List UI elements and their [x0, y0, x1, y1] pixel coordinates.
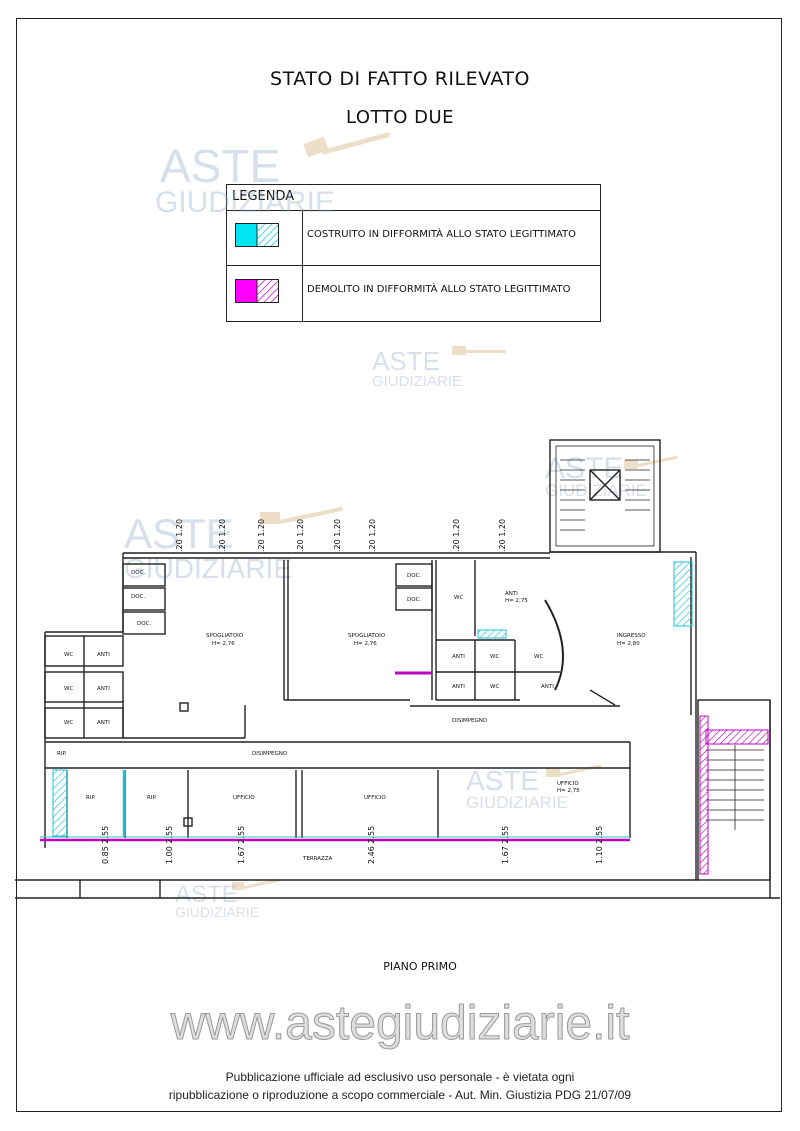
watermark-brand-text: GIUDIZIARIE [372, 373, 462, 390]
room-label: UFFICIO [233, 795, 255, 801]
room-label: DISIMPEGNO [452, 718, 488, 724]
dimension-label: 1.67 2.55 [237, 826, 246, 864]
dimension-label: .20 1.20 [368, 519, 377, 552]
difformity-costruito-area [52, 769, 68, 837]
dimension-label: .20 1.20 [296, 519, 305, 552]
difformity-costruito-area [673, 561, 693, 627]
dimension-label: .20 1.20 [218, 519, 227, 552]
watermark-brand-text: GIUDIZIARIE [545, 481, 647, 500]
room-label: DOC. [137, 621, 151, 627]
room-label: ANTI [452, 684, 465, 690]
difformity-costruito-area [477, 629, 507, 639]
room-label: H= 2,75 [505, 598, 528, 604]
watermark-brand-text: GIUDIZIARIE [155, 186, 335, 219]
dimension-label: .20 1.20 [257, 519, 266, 552]
legend-swatch-costruito [235, 223, 279, 247]
room-label: H= 2,76 [354, 641, 377, 647]
room-label: ANTI [505, 591, 518, 597]
watermark-brand-text: ASTE [466, 765, 539, 796]
room-label: UFFICIO [364, 795, 386, 801]
drawing-title: STATO DI FATTO RILEVATO [270, 68, 530, 90]
room-label: UFFICIO [557, 781, 579, 787]
room-label: WC [64, 720, 73, 726]
room-label: H= 2,80 [617, 641, 640, 647]
legend-label-costruito: COSTRUITO IN DIFFORMITÀ ALLO STATO LEGIT… [307, 229, 577, 240]
watermark-brand-text: ASTE [160, 140, 280, 192]
watermark-site-text: www.astegiudiziarie.it [170, 997, 630, 1051]
room-label: ANTI [97, 720, 110, 726]
dimension-label: 1.00 2.55 [165, 826, 174, 864]
room-label: H= 2,76 [212, 641, 235, 647]
room-label: DOC. [407, 597, 421, 603]
dimension-label: 0.85 2.55 [101, 826, 110, 864]
room-label: SPOGLIATOIO [206, 633, 244, 639]
difformity-demolito-area [705, 729, 769, 745]
room-label: RIP. [57, 751, 67, 757]
legend-swatch-demolito [235, 279, 279, 303]
room-label: WC [534, 654, 543, 660]
legend-box: LEGENDA COSTRUITO IN DIFFORMITÀ ALLO STA… [226, 184, 601, 322]
room-label: H= 2,75 [557, 788, 580, 794]
dimension-label: 2.46 2.55 [367, 826, 376, 864]
room-label: WC [64, 652, 73, 658]
dimension-label: .20 1.20 [498, 519, 507, 552]
publication-notice-line1: Pubblicazione ufficiale ad esclusivo uso… [225, 1070, 575, 1084]
watermark-brand-text: GIUDIZIARIE [466, 793, 568, 812]
watermark-brand-text: ASTE [372, 346, 440, 376]
dimension-label: 1.10 2.55 [595, 826, 604, 864]
room-label: INGRESSO [617, 633, 646, 639]
room-label: ANTI [97, 652, 110, 658]
room-label: RIP. [86, 795, 96, 801]
room-label: WC [490, 684, 499, 690]
legend-label-demolito: DEMOLITO IN DIFFORMITÀ ALLO STATO LEGITT… [307, 284, 571, 295]
dimension-label: .20 1.20 [333, 519, 342, 552]
room-label: ANTI [97, 686, 110, 692]
legend-divider [227, 265, 600, 266]
room-label: TERRAZZA [302, 856, 333, 862]
watermark-brand-text: ASTE [124, 510, 234, 557]
watermark-logo: ASTE GIUDIZIARIE ASTE GIUDIZIARIE ASTE G… [124, 140, 647, 920]
watermark-brand-text: GIUDIZIARIE [175, 904, 259, 920]
publication-notice-line2: ripubblicazione o riproduzione a scopo c… [168, 1088, 632, 1102]
floor-label: PIANO PRIMO [383, 960, 457, 973]
room-label: RIP. [147, 795, 157, 801]
room-label: WC [64, 686, 73, 692]
legend-divider [302, 211, 303, 322]
dimension-label: .20 1.20 [452, 519, 461, 552]
difformity-demolito-area [699, 715, 709, 875]
room-label: ANTI [452, 654, 465, 660]
legend-title: LEGENDA [232, 189, 295, 204]
drawing-subtitle: LOTTO DUE [345, 107, 455, 128]
room-label: WC [490, 654, 499, 660]
room-label: SPOGLIATOIO [348, 633, 386, 639]
gavel-icon [232, 131, 678, 890]
dimension-label: .20 1.20 [175, 519, 184, 552]
room-label: DOC. [407, 573, 421, 579]
legend-header: LEGENDA [227, 185, 600, 211]
room-label: DOC. [131, 570, 145, 576]
drawing-frame [16, 18, 782, 1112]
watermark-brand-text: ASTE [175, 881, 238, 908]
room-label: WC [454, 595, 463, 601]
room-label: ANTI [541, 684, 554, 690]
dimension-label: 1.67 2.55 [501, 826, 510, 864]
room-label: DOC. [131, 594, 145, 600]
room-label: DISIMPEGNO [252, 751, 288, 757]
